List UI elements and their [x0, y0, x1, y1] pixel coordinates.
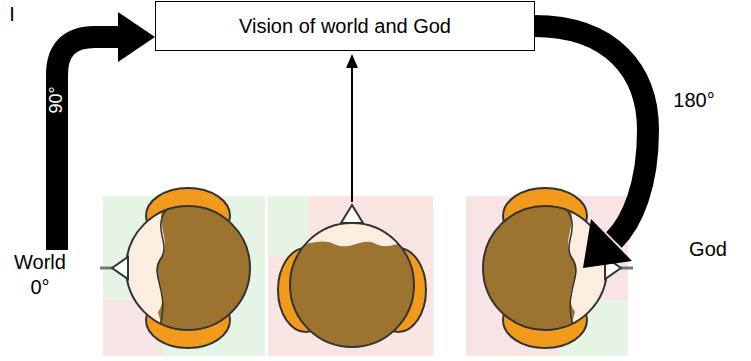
- box-text: Vision of world and God: [239, 15, 451, 38]
- eye-right: [483, 188, 633, 348]
- view-arrow: [351, 66, 353, 202]
- angle-label: 0°: [30, 276, 49, 298]
- angle-label: 90°: [47, 86, 67, 113]
- eye-left: [100, 188, 250, 348]
- i-label: I: [9, 3, 15, 25]
- rotation-arrow: [57, 37, 122, 250]
- world-label: World: [14, 251, 66, 273]
- rotation-arrow: [534, 26, 648, 240]
- god-label: God: [689, 238, 727, 260]
- angle-label: 180°: [673, 89, 714, 111]
- eye-middle: [278, 205, 426, 347]
- vision-box: Vision of world and God: [155, 1, 535, 51]
